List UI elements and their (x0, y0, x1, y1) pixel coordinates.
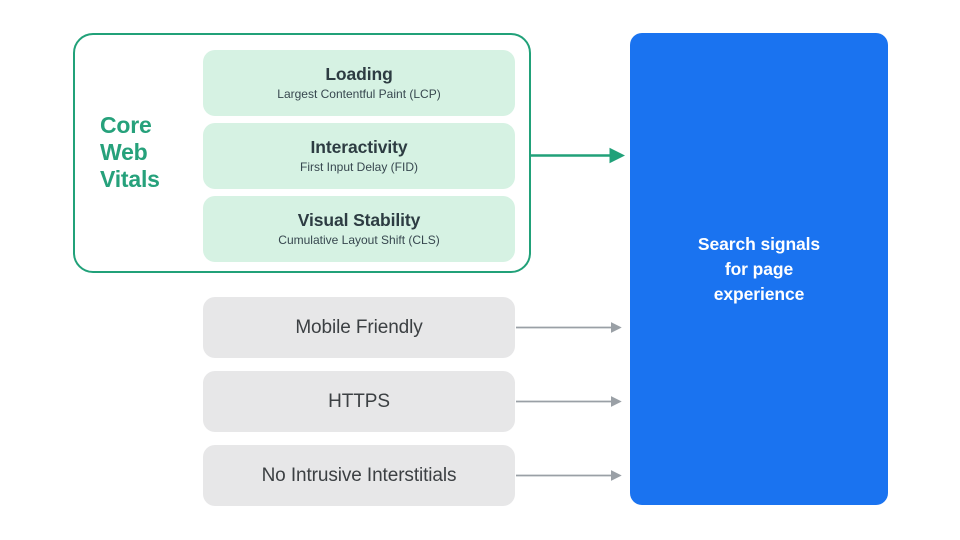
signal-card-label: HTTPS (328, 390, 390, 412)
signal-card-no-intrusive-interstitials: No Intrusive Interstitials (203, 445, 515, 506)
core-web-vitals-label-line-2: Web (100, 139, 148, 165)
core-web-vitals-label-line-1: Core (100, 112, 152, 138)
signal-card-https: HTTPS (203, 371, 515, 432)
vital-card-loading: Loading Largest Contentful Paint (LCP) (203, 50, 515, 116)
outcome-panel-text: Search signals for page experience (684, 232, 834, 307)
outcome-line-2: for page (724, 258, 794, 279)
vital-card-title: Loading (325, 64, 393, 84)
vital-card-subtitle: Largest Contentful Paint (LCP) (277, 87, 441, 101)
outcome-panel-search-signals: Search signals for page experience (630, 33, 888, 505)
core-web-vitals-group (73, 33, 531, 273)
core-web-vitals-label-line-3: Vitals (100, 166, 160, 192)
vital-card-title: Interactivity (310, 137, 408, 157)
signal-card-label: Mobile Friendly (295, 316, 423, 338)
vital-card-subtitle: First Input Delay (FID) (299, 160, 419, 174)
vital-card-interactivity: Interactivity First Input Delay (FID) (203, 123, 515, 189)
signal-card-label: No Intrusive Interstitials (261, 464, 457, 486)
vital-card-subtitle: Cumulative Layout Shift (CLS) (278, 233, 440, 247)
vital-card-title: Visual Stability (297, 210, 421, 230)
outcome-line-1: Search signals (697, 233, 821, 254)
vital-card-visual-stability: Visual Stability Cumulative Layout Shift… (203, 196, 515, 262)
outcome-line-3: experience (713, 283, 805, 304)
signal-card-mobile-friendly: Mobile Friendly (203, 297, 515, 358)
core-web-vitals-group-label: Core Web Vitals (100, 112, 196, 193)
